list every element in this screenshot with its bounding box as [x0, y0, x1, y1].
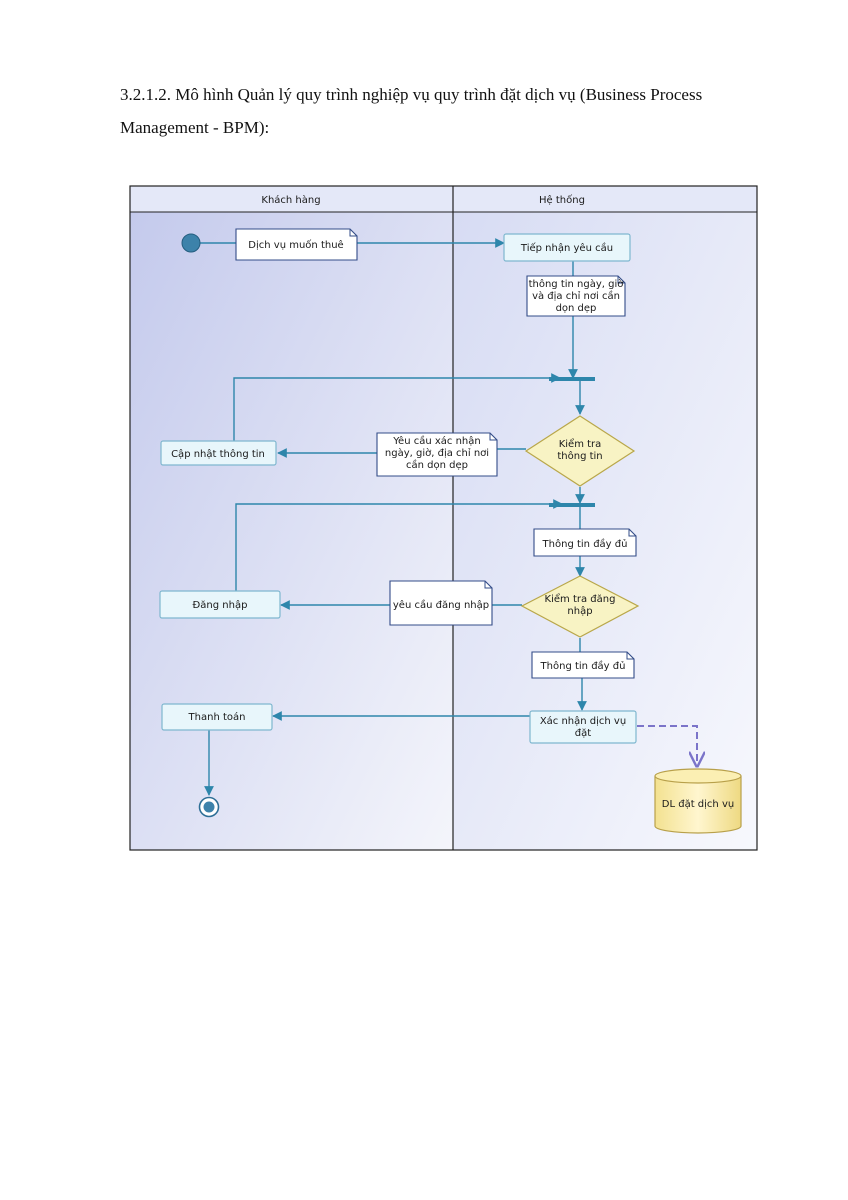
note-complete-info-1: Thông tin đầy đủ	[533, 528, 637, 557]
note-login-request: yêu cầu đăng nhập	[389, 580, 493, 626]
note-date-time-address-line3: dọn dẹp	[556, 303, 597, 314]
sync-bar-1	[549, 377, 595, 381]
lane-header-bar	[130, 186, 757, 212]
note-date-time-address-line2: và địa chỉ nơi cần	[532, 290, 620, 302]
data-flow-to-datastore	[637, 725, 697, 766]
note-service-to-rent-label: Dịch vụ muốn thuê	[248, 239, 343, 251]
sync-bar-2	[549, 503, 595, 507]
decision-check-login: Kiểm tra đăng nhập	[520, 575, 640, 638]
pool-frame	[129, 185, 758, 851]
activity-login: Đăng nhập	[159, 590, 281, 619]
note-complete-info-2: Thông tin đầy đủ	[531, 651, 635, 679]
note-date-time-address-line1: thông tin ngày, giờ	[529, 278, 625, 290]
note-confirm-request-line2: ngày, giờ, địa chỉ nơi	[385, 447, 489, 459]
decision-check-login-line1: Kiểm tra đăng	[545, 592, 616, 605]
activity-update-info: Cập nhật thông tin	[160, 440, 277, 466]
note-login-request-label: yêu cầu đăng nhập	[393, 599, 489, 611]
note-complete-info-2-label: Thông tin đầy đủ	[540, 660, 626, 672]
swimlane-pool: Khách hàng Hệ thống	[129, 185, 758, 851]
activity-payment-label: Thanh toán	[188, 711, 246, 723]
activity-receive-request: Tiếp nhận yêu cầu	[503, 233, 631, 262]
activity-confirm-booking: Xác nhận dịch vụ đặt	[529, 710, 637, 744]
activity-confirm-booking-line1: Xác nhận dịch vụ	[540, 715, 626, 727]
lane-customer-body	[130, 186, 453, 850]
note-confirm-request: Yêu cầu xác nhận ngày, giờ, địa chỉ nơi …	[376, 432, 498, 477]
activity-payment: Thanh toán	[161, 703, 273, 731]
datastore-label: DL đặt dịch vụ	[662, 799, 734, 810]
decision-check-info-line1: Kiểm tra	[559, 437, 602, 450]
note-confirm-request-line3: cần dọn dẹp	[406, 459, 468, 471]
flow-update-to-sync1	[233, 373, 561, 441]
note-date-time-address: thông tin ngày, giờ và địa chỉ nơi cần d…	[526, 275, 626, 317]
activity-update-info-label: Cập nhật thông tin	[171, 448, 265, 460]
activity-confirm-booking-line2: đặt	[575, 728, 591, 739]
note-service-to-rent: Dịch vụ muốn thuê	[235, 228, 358, 261]
activity-receive-request-label: Tiếp nhận yêu cầu	[520, 242, 613, 254]
lane-system-title: Hệ thống	[539, 194, 585, 206]
section-heading: 3.2.1.2. Mô hình Quản lý quy trình nghiệ…	[120, 85, 703, 137]
decision-check-info: Kiểm tra thông tin	[524, 415, 636, 487]
start-node	[181, 233, 201, 253]
datastore-booking-data: DL đặt dịch vụ	[654, 768, 742, 834]
activity-login-label: Đăng nhập	[193, 599, 248, 611]
end-node	[198, 796, 220, 818]
decision-check-login-line2: nhập	[567, 605, 592, 617]
flow-login-to-sync2	[235, 499, 563, 591]
decision-check-info-line2: thông tin	[557, 450, 602, 462]
note-complete-info-1-label: Thông tin đầy đủ	[542, 538, 628, 550]
note-confirm-request-line1: Yêu cầu xác nhận	[392, 435, 480, 447]
lane-customer-title: Khách hàng	[261, 194, 320, 206]
flow-connectors	[200, 238, 587, 796]
